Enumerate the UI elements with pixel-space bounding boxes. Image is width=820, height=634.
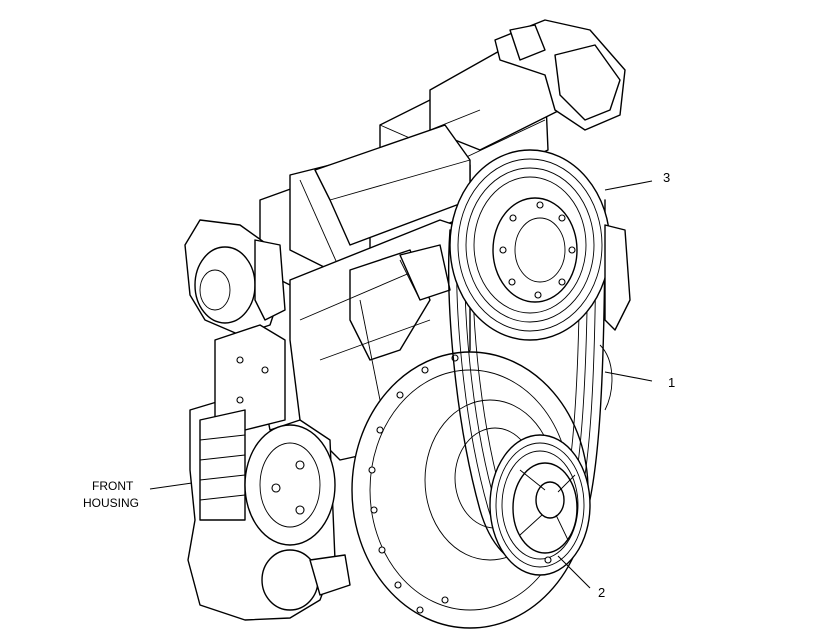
callout-2-label: 2 (598, 585, 605, 600)
cylindrical-housing (259, 124, 471, 286)
front-housing-casting (187, 324, 351, 621)
front-housing-label-line1: FRONT (92, 479, 134, 493)
callout-1-label: 1 (668, 375, 675, 390)
upper-pulley (449, 149, 611, 341)
callout-3-leader (604, 180, 653, 191)
flywheel-bolt-ring (368, 354, 459, 614)
front-housing-label-line2: HOUSING (83, 496, 139, 510)
callout-2-leader (557, 555, 591, 589)
belt-tensioner-bracket (599, 224, 631, 411)
lower-pulley (489, 434, 591, 576)
callout-1-leader (604, 371, 653, 382)
end-cap (184, 219, 286, 336)
callout-3-label: 3 (663, 170, 670, 185)
front-housing-leader (149, 482, 193, 490)
upper-pulley-bolts (499, 201, 576, 299)
